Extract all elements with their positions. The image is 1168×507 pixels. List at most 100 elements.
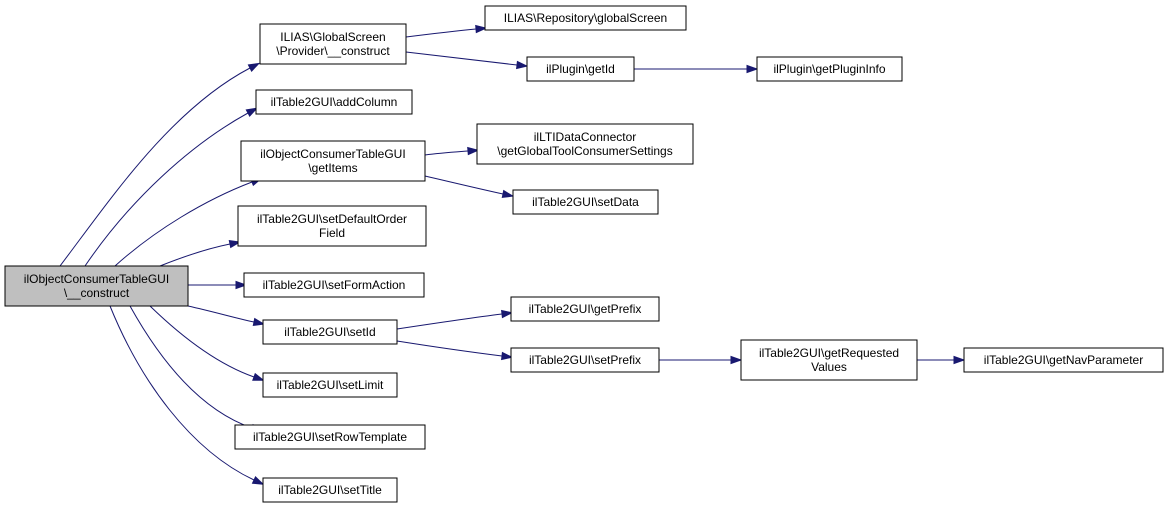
node-box [234, 424, 426, 450]
arrow-head-icon [953, 355, 966, 365]
edge-line [405, 51, 518, 66]
node-box [262, 477, 398, 503]
node-plugin_getid[interactable]: ilPlugin\getId [526, 56, 635, 82]
node-box [259, 23, 407, 65]
edge-gs_provider-to-plugin_getid [405, 51, 529, 70]
node-label-line: ilTable2GUI\setLimit [277, 378, 384, 392]
edge-line [159, 243, 231, 267]
arrow-head-icon [501, 351, 514, 361]
node-get_nav_param[interactable]: ilTable2GUI\getNavParameter [963, 347, 1164, 373]
node-label-line: \getItems [308, 161, 357, 175]
node-set_title[interactable]: ilTable2GUI\setTitle [262, 477, 398, 503]
node-set_row_template[interactable]: ilTable2GUI\setRowTemplate [234, 424, 426, 450]
node-box [4, 265, 189, 307]
node-label-line: ilPlugin\getPluginInfo [773, 62, 885, 76]
node-get_items[interactable]: ilObjectConsumerTableGUI\getItems [240, 140, 426, 182]
edge-set_id-to-set_prefix [396, 340, 514, 361]
node-set_form_action[interactable]: ilTable2GUI\setFormAction [243, 272, 425, 298]
node-label-line: ilObjectConsumerTableGUI [260, 147, 405, 161]
node-box [484, 5, 687, 31]
edge-root-to-set_title [109, 305, 265, 485]
edge-root-to-set_id [187, 305, 266, 326]
node-label-line: ilTable2GUI\setFormAction [263, 278, 406, 292]
edge-get_items-to-lti_settings [424, 146, 480, 156]
node-label-line: ilTable2GUI\setId [284, 325, 375, 339]
node-box [512, 189, 659, 215]
node-box [526, 56, 635, 82]
node-box [262, 372, 398, 398]
edges-layer [59, 24, 966, 485]
node-label-line: \getGlobalToolConsumerSettings [497, 144, 672, 158]
arrow-head-icon [251, 475, 265, 485]
edge-root-to-set_form_action [188, 280, 248, 290]
node-box [255, 89, 413, 115]
node-get_prefix[interactable]: ilTable2GUI\getPrefix [510, 296, 660, 322]
node-box [262, 319, 398, 345]
arrow-head-icon [247, 62, 261, 72]
node-box [476, 123, 694, 165]
node-root[interactable]: ilObjectConsumerTableGUI\__construct [4, 265, 189, 307]
edge-line [424, 175, 504, 195]
node-label-line: ilTable2GUI\addColumn [271, 95, 398, 109]
arrow-head-icon [252, 372, 265, 381]
arrow-head-icon [235, 280, 248, 290]
node-label-line: Field [319, 226, 345, 240]
node-box [510, 296, 660, 322]
node-box [510, 347, 660, 373]
arrow-head-icon [501, 189, 515, 198]
node-plugin_info[interactable]: ilPlugin\getPluginInfo [756, 56, 903, 82]
arrow-head-icon [467, 146, 480, 156]
edge-root-to-set_row_template [129, 305, 263, 432]
node-set_prefix[interactable]: ilTable2GUI\setPrefix [510, 347, 660, 373]
nodes-layer: ilObjectConsumerTableGUI\__constructILIA… [4, 5, 1164, 503]
node-box [756, 56, 903, 82]
node-label-line: ilLTIDataConnector [534, 130, 637, 144]
node-lti_settings[interactable]: ilLTIDataConnector\getGlobalToolConsumer… [476, 123, 694, 165]
arrow-head-icon [252, 317, 266, 326]
edge-gs_provider-to-repo_gs [405, 24, 488, 38]
edge-line [84, 112, 249, 267]
edge-line [396, 340, 503, 357]
node-set_id[interactable]: ilTable2GUI\setId [262, 319, 398, 345]
node-box [243, 272, 425, 298]
node-repo_gs[interactable]: ILIAS\Repository\globalScreen [484, 5, 687, 31]
arrow-head-icon [730, 355, 743, 365]
node-box [237, 205, 427, 247]
node-label-line: Values [811, 360, 847, 374]
edge-get_items-to-set_data [424, 175, 515, 198]
node-label-line: ilTable2GUI\setData [532, 195, 639, 209]
node-add_column[interactable]: ilTable2GUI\addColumn [255, 89, 413, 115]
node-label-line: ilTable2GUI\getPrefix [529, 302, 642, 316]
node-set_limit[interactable]: ilTable2GUI\setLimit [262, 372, 398, 398]
node-label-line: ilTable2GUI\setRowTemplate [253, 430, 407, 444]
edge-line [109, 305, 255, 481]
edge-line [59, 67, 251, 267]
node-label-line: ilObjectConsumerTableGUI [24, 272, 169, 286]
arrow-head-icon [245, 107, 259, 117]
node-box [740, 339, 918, 381]
edge-line [396, 313, 503, 330]
node-label-line: ilTable2GUI\setTitle [278, 483, 382, 497]
arrow-head-icon [501, 309, 514, 319]
arrow-head-icon [516, 60, 529, 70]
edge-root-to-set_default_order [159, 240, 242, 267]
node-label-line: ilTable2GUI\setDefaultOrder [257, 212, 407, 226]
node-set_data[interactable]: ilTable2GUI\setData [512, 189, 659, 215]
edge-plugin_getid-to-plugin_info [634, 64, 759, 74]
node-label-line: \Provider\__construct [276, 44, 390, 58]
node-gs_provider[interactable]: ILIAS\GlobalScreen\Provider\__construct [259, 23, 407, 65]
node-box [963, 347, 1164, 373]
edge-line [149, 305, 255, 378]
node-label-line: ilTable2GUI\getNavParameter [984, 353, 1143, 367]
node-label-line: ilTable2GUI\getRequested [759, 346, 899, 360]
node-label-line: ilPlugin\getId [546, 62, 615, 76]
node-label-line: \__construct [64, 286, 130, 300]
arrow-head-icon [475, 24, 488, 34]
arrow-head-icon [746, 64, 759, 74]
node-label-line: ILIAS\Repository\globalScreen [504, 11, 667, 25]
edge-set_prefix-to-get_requested [659, 355, 743, 365]
node-box [240, 140, 426, 182]
